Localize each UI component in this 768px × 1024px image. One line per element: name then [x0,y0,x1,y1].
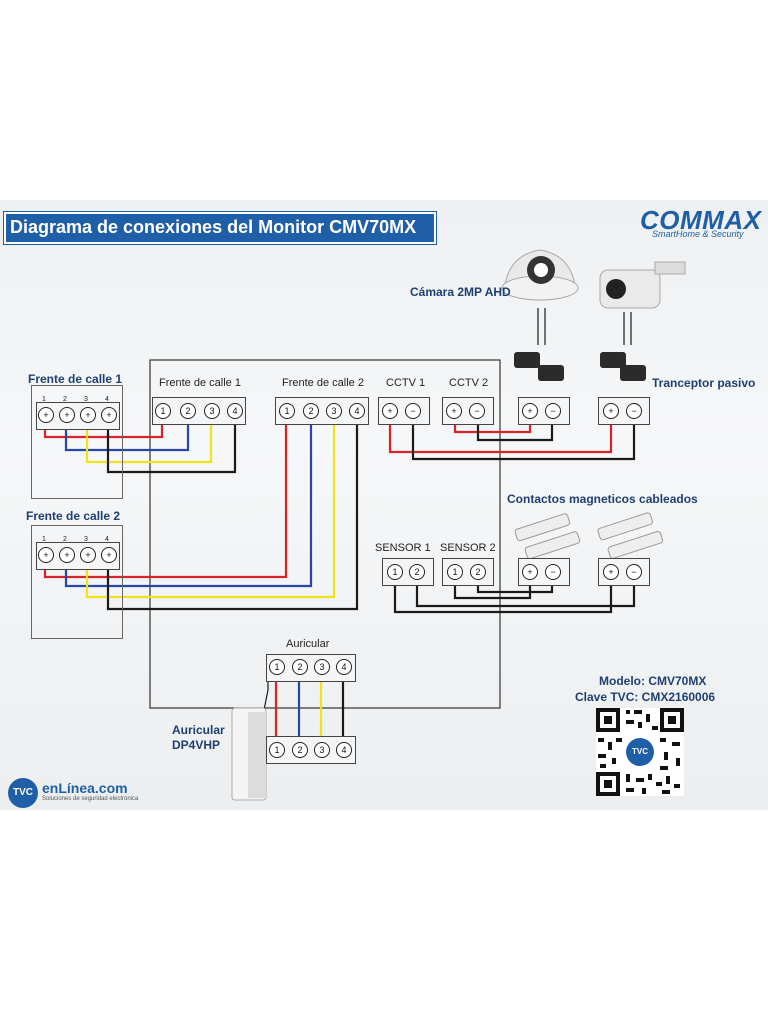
monitor-outline [149,359,501,709]
door1-terminal-1: + [38,407,54,423]
handset-t2: 2 [292,742,308,758]
door2-terminal-4: + [101,547,117,563]
wire-door1-yellow [85,415,213,464]
monitor-label-cctv1: CCTV 1 [386,377,426,389]
contact2-plus: + [603,564,619,580]
magnetic-contact-icon-1 [514,513,581,560]
door2-terminal-2: + [59,547,75,563]
monitor-label-sensor1: SENSOR 1 [375,542,431,554]
monitor-aux-t3: 3 [314,659,330,675]
door1-num-1: 1 [42,396,46,403]
transceiver-icon-1 [514,352,564,381]
magnetic-contact-icon-2 [597,512,664,559]
monitor-door1-t4: 4 [227,403,243,419]
transceiver1-strip [518,397,570,425]
label-door1: Frente de calle 1 [28,372,123,386]
cctv1-plus: + [382,403,398,419]
monitor-door2-t2: 2 [303,403,319,419]
door-station-2-box [31,525,123,639]
bullet-camera-icon [599,261,686,309]
label-door2: Frente de calle 2 [26,509,121,523]
label-camera: Cámara 2MP AHD [410,285,511,299]
monitor-aux-t2: 2 [292,659,308,675]
label-model: Modelo: CMV70MX [599,674,707,688]
wire-cctv1-red [388,415,613,454]
wire-sensor1-b [415,580,636,608]
wire-door2-blue [64,415,313,588]
door1-terminal-3: + [80,407,96,423]
door1-num-3: 3 [84,396,88,403]
monitor-aux-t4: 4 [336,659,352,675]
wire-sensor2-b [476,580,554,594]
label-key: Clave TVC: CMX2160006 [575,690,716,704]
handset-t1: 1 [269,742,285,758]
wire-sensor1-a [393,580,613,614]
monitor-door1-t2: 2 [180,403,196,419]
wire-door2-black [106,415,359,611]
transceiver2-minus: − [626,403,642,419]
sensor1-t2: 2 [409,564,425,580]
wire-door1-blue [64,415,190,452]
tvc-subtitle: Soluciones de seguridad electrónica [42,796,139,802]
transceiver1-minus: − [545,403,561,419]
door1-num-2: 2 [63,396,67,403]
door-station-1-box [31,385,123,499]
cctv2-minus: − [469,403,485,419]
monitor-aux-t1: 1 [269,659,285,675]
monitor-door2-t1: 1 [279,403,295,419]
door1-num-4: 4 [105,396,109,403]
contact2-minus: − [626,564,642,580]
monitor-door1-t1: 1 [155,403,171,419]
tvc-badge: TVC [8,778,38,808]
contact1-plus: + [522,564,538,580]
brand-tagline: SmartHome & Security [652,229,744,239]
door1-terminal-2: + [59,407,75,423]
monitor-door1-t3: 3 [204,403,220,419]
page-title: Diagrama de conexiones del Monitor CMV70… [10,217,417,237]
door2-num-3: 3 [84,536,88,543]
wire-cctv2-black [476,415,554,442]
door2-num-1: 1 [42,536,46,543]
contact1-minus: − [545,564,561,580]
wire-door2-yellow [85,415,336,599]
cctv2-strip [442,397,494,425]
dome-camera-icon [501,249,579,301]
cctv2-plus: + [446,403,462,419]
door2-terminal-1: + [38,547,54,563]
label-contacts: Contactos magneticos cableados [507,492,698,506]
wire-sensor2-a [453,580,532,600]
label-handset: Auricular DP4VHP [172,723,225,752]
monitor-label-cctv2: CCTV 2 [449,377,489,389]
monitor-door2-t4: 4 [349,403,365,419]
door1-terminal-4: + [101,407,117,423]
brand-logo: COMMAX [640,205,762,235]
transceiver-icon-2 [600,352,646,381]
handset-t3: 3 [314,742,330,758]
monitor-label-auricular: Auricular [286,638,330,650]
door2-num-2: 2 [63,536,67,543]
sensor2-t1: 1 [447,564,463,580]
door2-terminal-3: + [80,547,96,563]
handset-t4: 4 [336,742,352,758]
monitor-label-door2: Frente de calle 2 [282,377,364,389]
qr-tvc-badge: TVC [626,738,654,766]
monitor-label-door1: Frente de calle 1 [159,377,241,389]
monitor-label-sensor2: SENSOR 2 [440,542,496,554]
label-transceiver: Tranceptor pasivo [652,376,756,390]
door2-num-4: 4 [105,536,109,543]
monitor-door2-t3: 3 [326,403,342,419]
transceiver1-plus: + [522,403,538,419]
cctv1-minus: − [405,403,421,419]
sensor2-t2: 2 [470,564,486,580]
handset-icon [231,707,267,801]
sensor1-t1: 1 [387,564,403,580]
wire-door1-black [106,415,237,474]
transceiver2-plus: + [603,403,619,419]
wire-cctv1-black [411,415,636,461]
title-bar: Diagrama de conexiones del Monitor CMV70… [4,212,436,244]
tvc-name: enLínea.com [42,780,128,796]
